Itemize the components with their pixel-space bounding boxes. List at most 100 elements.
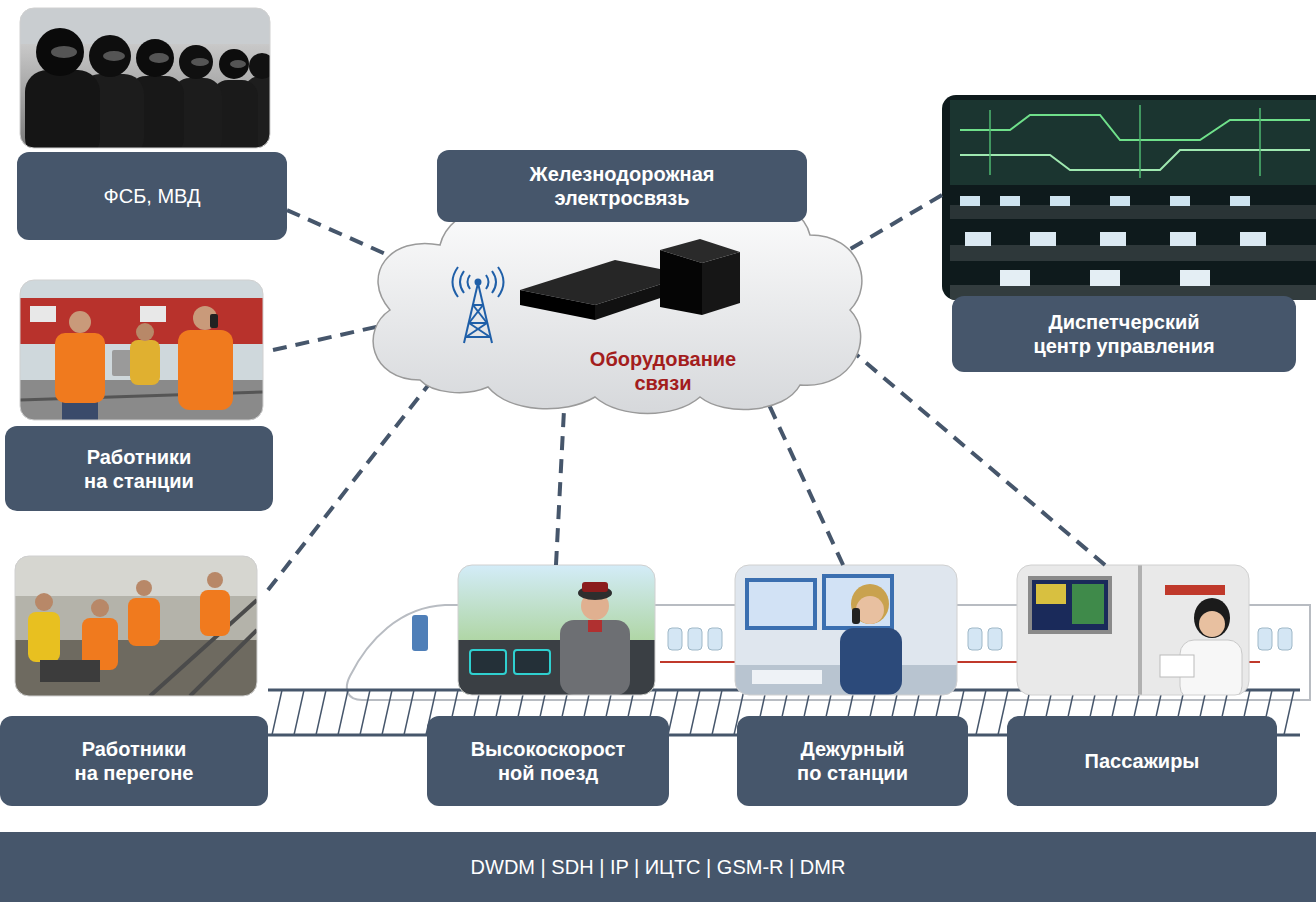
passengers-photo-part (1199, 611, 1225, 637)
dispatch-group: Диспетчерский центр управления (942, 95, 1316, 372)
dispatch-centre-photo-part (950, 205, 1316, 219)
station-duty-photo-part (735, 565, 957, 695)
tower-stroke (453, 267, 459, 297)
dispatch-centre-photo-part (1110, 196, 1130, 206)
photo-frame (1017, 565, 1249, 695)
station-duty-photo (735, 565, 957, 695)
building-face (702, 252, 740, 315)
security-photo-part (249, 53, 270, 79)
train-driver-photo-part (588, 620, 602, 632)
security-photo (20, 8, 270, 148)
dispatch-centre-photo-part (1090, 270, 1120, 286)
security-photo-part (51, 46, 77, 58)
dispatch-centre-photo-part (1230, 196, 1250, 206)
dispatch-centre-photo-part (990, 105, 1260, 178)
security-photo-part (179, 45, 213, 79)
dispatch-centre-photo-part (1170, 196, 1190, 206)
passengers-photo-part (1028, 576, 1112, 634)
station-workers-photo (20, 280, 263, 420)
track-workers-photo-part (28, 612, 60, 662)
passengers-photo-part (1160, 655, 1194, 677)
passengers-photo-part (1032, 580, 1108, 630)
label-box: Диспетчерский центр управления (952, 296, 1296, 372)
track-workers-photo-part (128, 598, 160, 646)
dispatch-centre-photo-part (1240, 232, 1266, 246)
security-photo-part (89, 35, 131, 77)
security-photo-part (136, 39, 174, 77)
station-duty-photo-part (852, 608, 860, 624)
dispatch-centre-photo-part (950, 245, 1316, 261)
station-workers-photo-part (178, 330, 233, 410)
node-label: Работники на станции (76, 445, 202, 493)
label-box: Дежурный по станции (737, 716, 968, 806)
passengers-photo-part (1165, 585, 1225, 595)
track-workers-photo-part (136, 580, 152, 596)
tower-stroke (486, 275, 489, 289)
tower-tip (476, 280, 481, 285)
node-label: Оборудование связи (563, 347, 763, 395)
building-face (520, 290, 595, 320)
station-workers-photo-part (140, 306, 166, 322)
train-driver-photo-part (470, 650, 506, 674)
train-driver-photo-part (514, 650, 550, 674)
dashed-connector (845, 345, 1105, 565)
label-box: Работники на перегоне (0, 716, 268, 806)
building-face (660, 250, 702, 315)
cloud-outline (373, 188, 862, 413)
dispatch-centre-photo-part (1170, 232, 1196, 246)
passengers-photo (1017, 565, 1249, 695)
track-workers-photo-part (200, 590, 230, 636)
station-duty-photo-part (826, 578, 890, 626)
label-box: Работники на станции (5, 426, 273, 511)
station-duty-photo-part (851, 584, 889, 624)
train-outline-part (688, 628, 702, 650)
station-workers-group: Работники на станции (5, 280, 273, 511)
train-driver-photo-part (458, 565, 655, 695)
dispatch-centre-photo (942, 95, 1316, 300)
passengers-photo-part (1036, 584, 1066, 604)
security-photo-part (36, 28, 84, 76)
label-box: ФСБ, МВД (17, 152, 287, 240)
node-label: Дежурный по станции (790, 737, 916, 785)
station-workers-photo-part (210, 314, 218, 328)
track-workers-photo-part (190, 630, 257, 696)
dashed-connector (268, 370, 440, 590)
dashed-connector (556, 390, 565, 565)
station-workers-photo-part (20, 280, 263, 420)
title-box: Железнодорожная электросвязь (437, 150, 807, 222)
tower-stroke (469, 305, 483, 323)
station-duty-photo-part (840, 628, 902, 695)
security-photo-part (219, 49, 249, 79)
node-label: Диспетчерский центр управления (1027, 310, 1222, 358)
tower-stroke (468, 275, 471, 289)
passengers-group: Пассажиры (1007, 565, 1277, 806)
train-driver-photo-part (582, 582, 608, 592)
dispatch-centre-photo-part (965, 232, 991, 246)
dispatch-centre-photo-part (1100, 232, 1126, 246)
security-photo-part (191, 58, 209, 66)
tower-stroke (492, 271, 496, 293)
dispatch-centre-photo-part (1000, 196, 1020, 206)
track-workers-photo-part (40, 660, 100, 682)
station-workers-photo-part (193, 306, 217, 330)
dispatch-centre-photo-part (942, 95, 1316, 300)
technology-list: DWDM | SDH | IP | ИЦТС | GSM-R | DMR (471, 855, 846, 879)
train-group: Высокоскорост ной поезд (427, 565, 669, 806)
photo-frame (15, 556, 257, 696)
technology-band: DWDM | SDH | IP | ИЦТС | GSM-R | DMR (0, 832, 1316, 902)
station-workers-photo-part (30, 306, 56, 322)
station-duty-photo-part (745, 578, 817, 630)
label-box: Пассажиры (1007, 716, 1277, 806)
train-outline-part (988, 628, 1002, 650)
track-workers-group: Работники на перегоне (0, 556, 268, 806)
dashed-connector (273, 325, 385, 350)
station-duty-photo-part (822, 574, 894, 630)
tower-stroke (466, 336, 490, 338)
radio-tower-icon (453, 267, 504, 343)
passengers-photo-part (1072, 584, 1104, 624)
track-workers-photo-part (207, 572, 223, 588)
dashed-connector (760, 385, 843, 565)
dispatch-centre-photo-part (950, 100, 1316, 185)
station-duty-photo-part (856, 596, 884, 624)
